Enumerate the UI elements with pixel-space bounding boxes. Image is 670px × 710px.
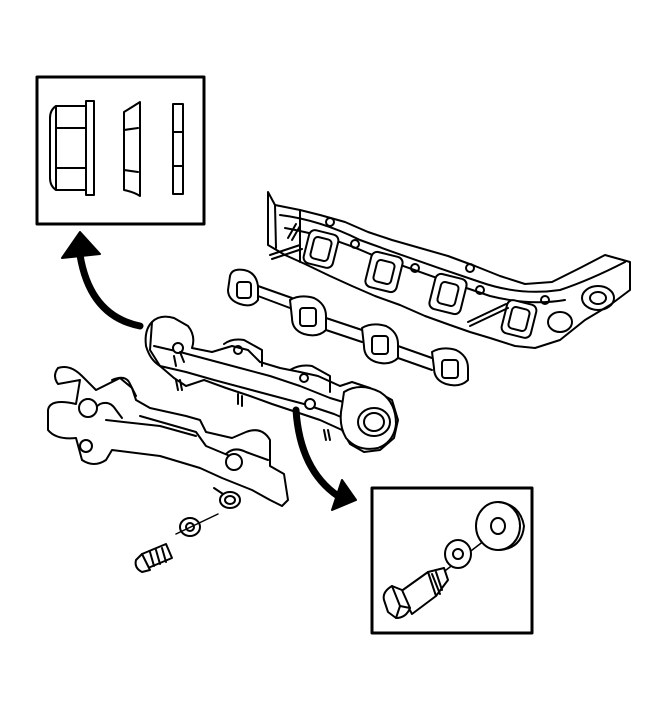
flange-nut-icon	[50, 101, 94, 195]
detail-box-bottom	[372, 488, 532, 633]
detail-box-top	[37, 77, 204, 224]
flat-washer-icon	[173, 104, 183, 194]
cylinder-head	[268, 192, 630, 348]
stud-bolt-icon	[384, 568, 448, 618]
bolt-axis-line	[176, 514, 218, 534]
arrow-to-top-detail	[62, 232, 140, 326]
arrow-to-bottom-detail	[296, 410, 356, 510]
manifold-studs	[270, 224, 508, 326]
heat-shield-bolt	[136, 544, 172, 572]
lock-washer-icon	[445, 540, 471, 568]
conical-washer-icon	[124, 102, 140, 196]
exhaust-manifold-gasket	[228, 270, 468, 386]
spacer-icon	[476, 502, 524, 550]
heat-shield	[48, 367, 288, 508]
exhaust-manifold	[146, 317, 398, 452]
